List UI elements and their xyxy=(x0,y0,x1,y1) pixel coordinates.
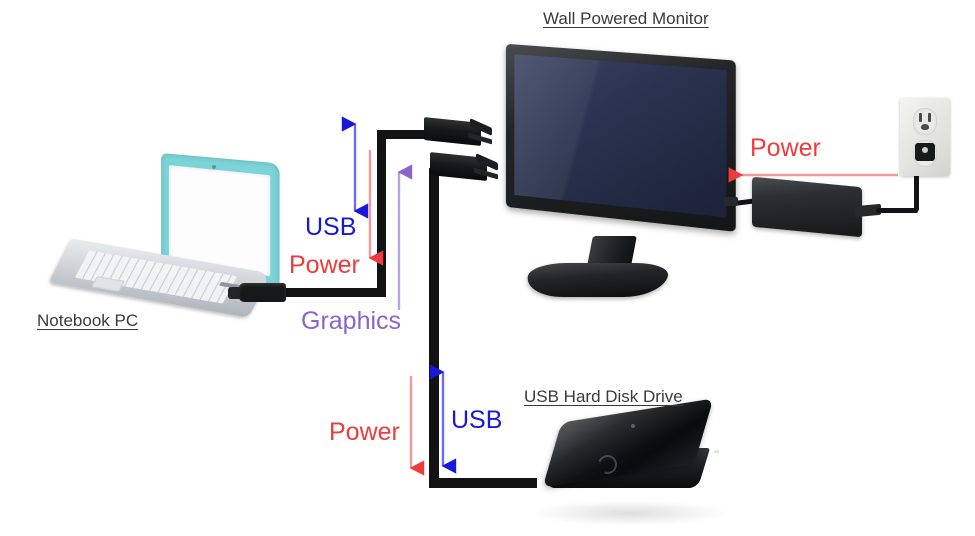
power-brick xyxy=(752,176,862,238)
monitor-stand-base xyxy=(523,263,671,297)
notebook-title-label: Notebook PC xyxy=(37,311,139,330)
hdd-title-label: USB Hard Disk Drive xyxy=(524,387,683,406)
lower-power-flow-label: Power xyxy=(329,418,400,446)
power-brick-dc-plug xyxy=(724,197,738,206)
cable-notebook-to-monitor-horizontal-lower xyxy=(282,288,386,297)
power-brick-ac-cable xyxy=(876,208,918,213)
notebook-webcam-icon xyxy=(212,165,216,169)
upper-usb-flow-label: USB xyxy=(305,213,357,241)
wall-outlet-plug-detail xyxy=(922,147,928,153)
hdd-shadow xyxy=(530,500,730,526)
wall-outlet-ground-hole xyxy=(921,124,929,130)
cable-notebook-to-monitor-horizontal-upper xyxy=(377,130,425,139)
wall-outlet-slot-right xyxy=(928,113,931,122)
lower-usb-flow-label: USB xyxy=(451,406,503,434)
usb-c-connector-tip xyxy=(228,287,242,299)
upper-power-flow-label: Power xyxy=(289,251,360,279)
notebook-pc xyxy=(48,152,295,318)
wall-power-flow-label: Power xyxy=(750,134,821,162)
monitor-screen-glare xyxy=(514,54,727,218)
cable-monitor-to-hdd-horizontal xyxy=(429,478,537,488)
wall-outlet-socket-upper xyxy=(913,108,937,135)
wall-outlet-slot-left xyxy=(919,113,922,122)
hdd-usb-port xyxy=(714,450,719,453)
graphics-flow-label: Graphics xyxy=(301,307,402,335)
cable-notebook-to-monitor-vertical xyxy=(377,130,386,294)
usb-c-connector xyxy=(239,283,286,302)
monitor-title-label: Wall Powered Monitor xyxy=(543,9,709,28)
hdd-activity-led-icon xyxy=(631,424,635,428)
power-brick-ac-cable-riser xyxy=(914,151,919,211)
cable-monitor-to-hdd-vertical xyxy=(429,168,439,488)
